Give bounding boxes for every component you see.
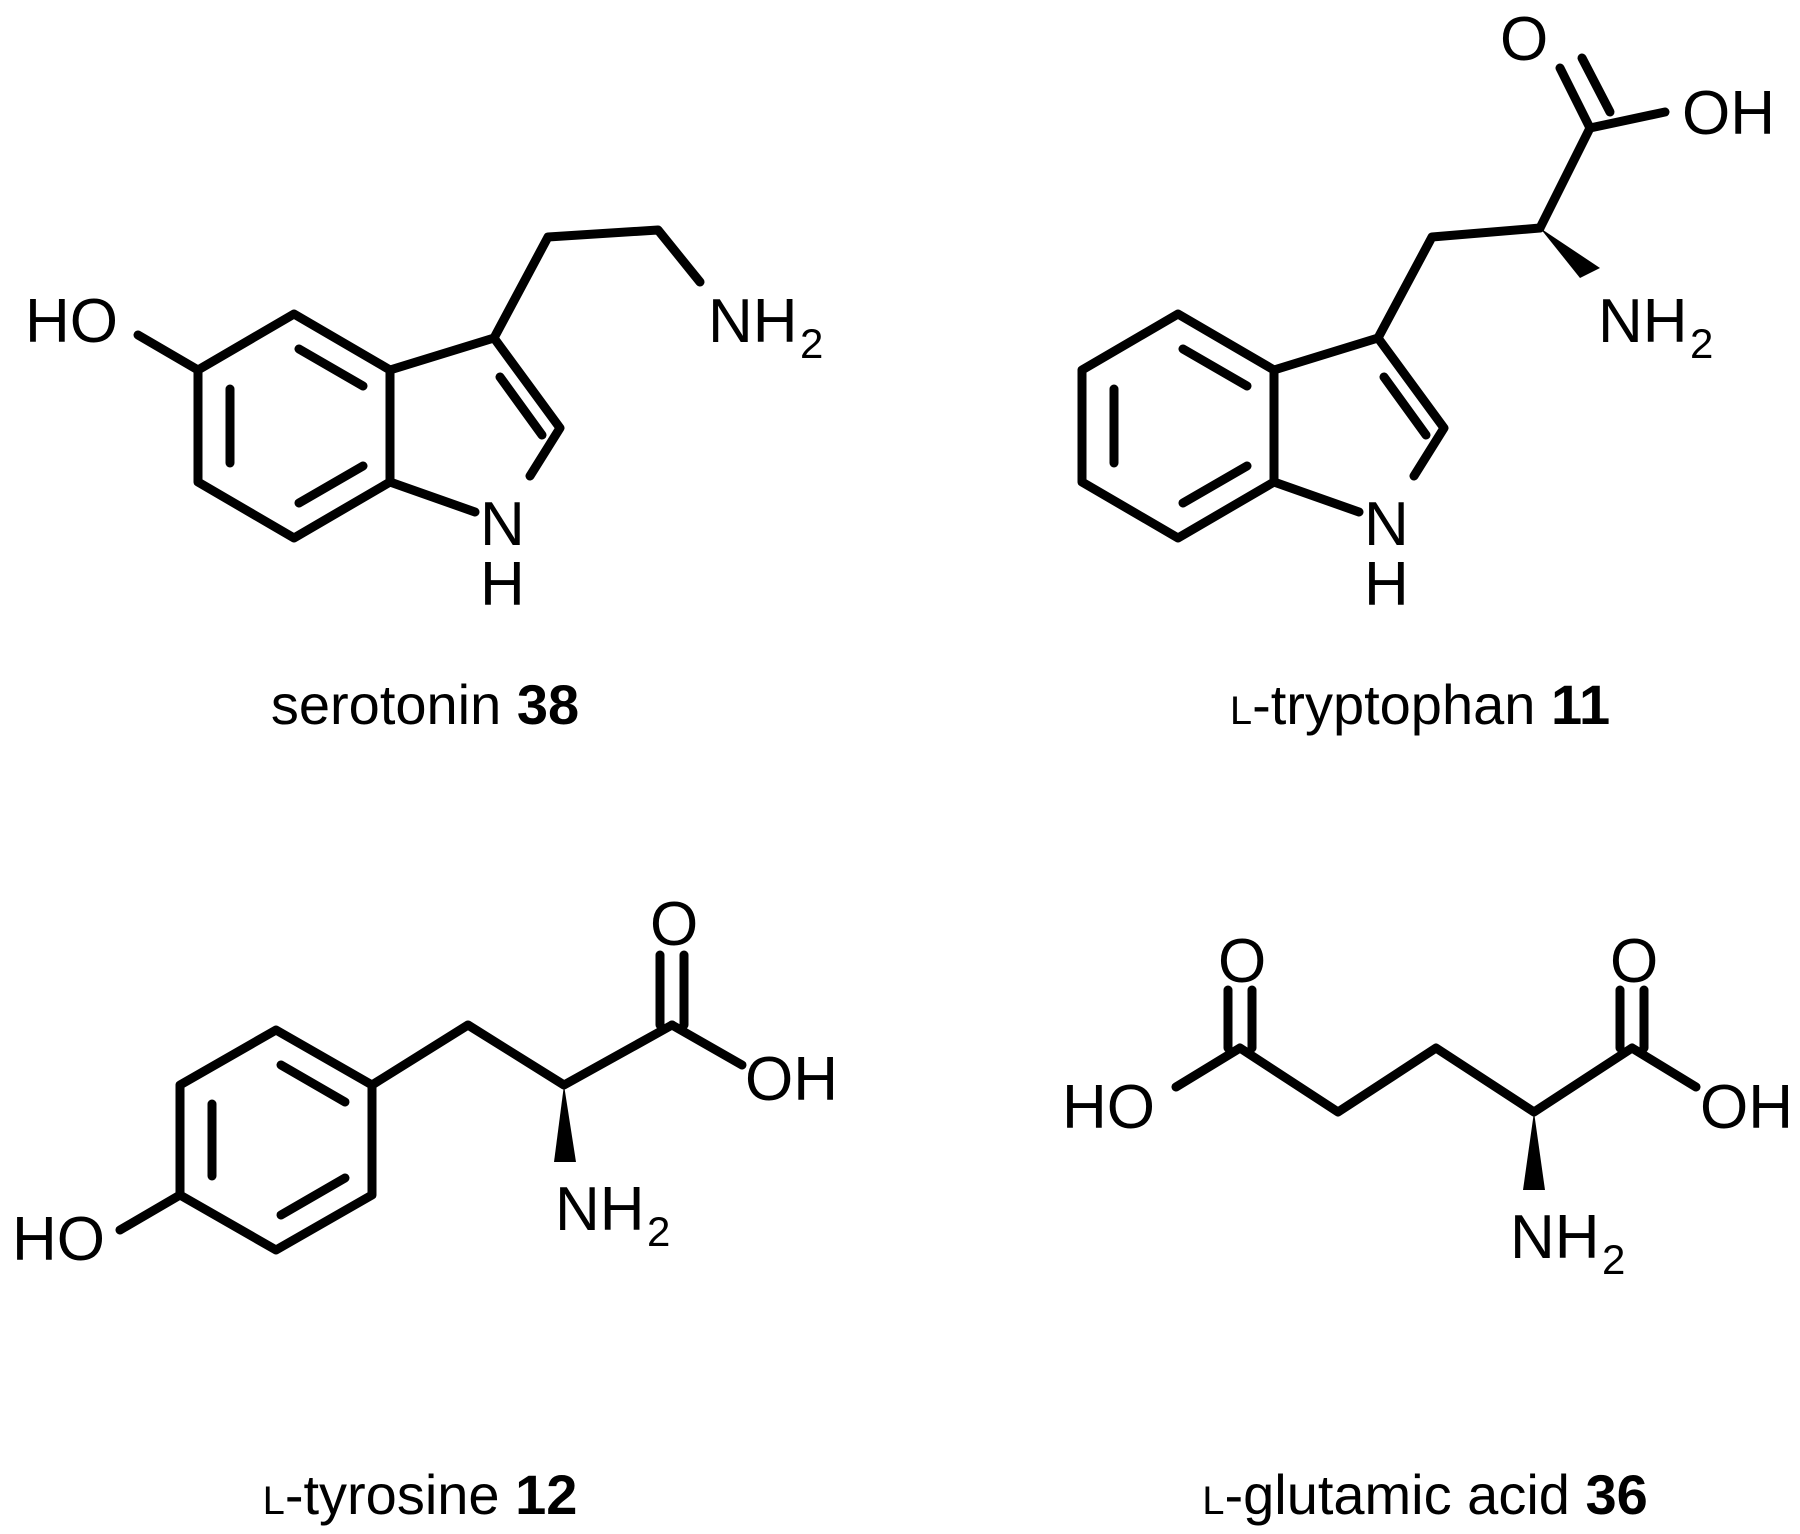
- wedge-bond: [1540, 228, 1600, 278]
- bond: [1585, 107, 1670, 133]
- double-bond: [495, 372, 547, 440]
- atom-label-o: O: [1610, 927, 1658, 996]
- atom-label-oh: OH: [1700, 1073, 1793, 1142]
- bond: [115, 1190, 185, 1235]
- atom-label-o: O: [1500, 5, 1548, 74]
- glutamic-acid-structure: O O HO OH NH 2: [1062, 927, 1793, 1283]
- atom-label-ho: HO: [12, 1205, 105, 1274]
- atom-label-ho: HO: [1062, 1073, 1155, 1142]
- bond: [1269, 477, 1364, 517]
- wedge-bond: [1523, 1112, 1545, 1190]
- subscript-2: 2: [1602, 1236, 1625, 1283]
- double-bond: [276, 1173, 350, 1220]
- atom-label-nh: NH: [708, 287, 798, 356]
- bond: [1373, 223, 1545, 343]
- atom-label-o: O: [650, 890, 698, 959]
- caption-tryptophan: L-tryptophan 11: [1230, 673, 1610, 736]
- bond: [1555, 63, 1595, 133]
- bond: [133, 330, 203, 375]
- double-bond: [1577, 53, 1615, 117]
- serotonin-structure: HO N H NH 2: [25, 225, 823, 619]
- caption-glutamic-acid: L-glutamic acid 36: [1202, 1463, 1648, 1526]
- atom-label-h: H: [1364, 550, 1409, 619]
- atom-label-h: H: [480, 550, 525, 619]
- double-bond: [276, 1060, 350, 1107]
- bond: [667, 1020, 747, 1070]
- bond: [1535, 123, 1595, 233]
- double-bond: [1379, 372, 1431, 440]
- double-bond: [1178, 344, 1252, 391]
- bond: [1269, 333, 1449, 481]
- bond: [1171, 1043, 1701, 1117]
- bond: [385, 477, 480, 517]
- subscript-2: 2: [800, 320, 823, 367]
- atom-label-nh: NH: [555, 1175, 645, 1244]
- atom-label-nh: NH: [1510, 1203, 1600, 1272]
- double-bond: [294, 461, 368, 508]
- atom-label-n: N: [480, 490, 525, 559]
- atom-label-nh: NH: [1598, 287, 1688, 356]
- subscript-2: 2: [1690, 320, 1713, 367]
- double-bond: [294, 344, 368, 391]
- caption-tyrosine: L-tyrosine 12: [263, 1463, 578, 1526]
- bond: [385, 333, 565, 481]
- subscript-2: 2: [647, 1208, 670, 1255]
- bond: [489, 225, 705, 343]
- wedge-bond: [554, 1085, 576, 1162]
- tyrosine-structure: HO O OH NH 2: [12, 890, 838, 1274]
- atom-label-o: O: [1218, 927, 1266, 996]
- atom-label-oh: OH: [745, 1045, 838, 1114]
- atom-label-ho: HO: [25, 287, 118, 356]
- caption-serotonin: serotonin 38: [271, 673, 579, 736]
- atom-label-oh: OH: [1682, 79, 1775, 148]
- double-bond: [1178, 461, 1252, 508]
- bond: [367, 1020, 677, 1090]
- tryptophan-structure: N H O OH NH 2: [1077, 5, 1775, 619]
- atom-label-n: N: [1364, 490, 1409, 559]
